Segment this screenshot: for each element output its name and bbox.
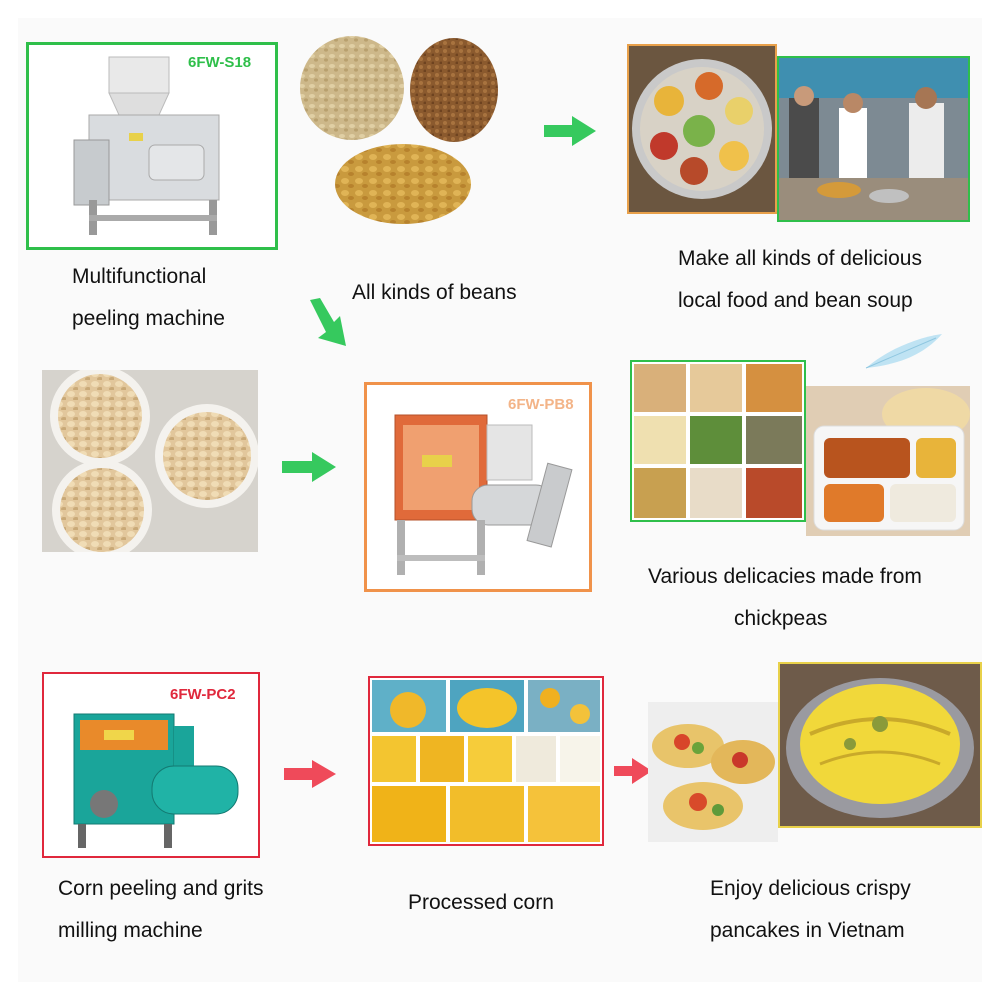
model-label-s18: 6FW-S18 xyxy=(188,54,252,71)
pc2-machine-image xyxy=(73,713,239,848)
arrow-right-red-icon xyxy=(284,760,336,788)
arrow-right-icon xyxy=(544,116,596,146)
chickpea-meal-tray-image xyxy=(806,386,970,536)
flow-diagram: 6FW-S18 Multifunctional peeling machine xyxy=(18,18,982,982)
model-label-pb8: 6FW-PB8 xyxy=(508,396,574,413)
feather-decoration xyxy=(865,334,942,369)
caption-corn-machine-1: Corn peeling and grits xyxy=(58,877,264,900)
arrow-down-right-icon xyxy=(310,298,346,346)
caption-peeling-machine-2: peeling machine xyxy=(72,307,225,330)
street-food-image xyxy=(777,56,970,222)
model-label-pc2: 6FW-PC2 xyxy=(170,686,236,703)
caption-all-beans: All kinds of beans xyxy=(352,281,517,304)
pb8-machine-image xyxy=(394,414,573,575)
caption-peeling-machine-1: Multifunctional xyxy=(72,265,207,288)
arrow-right-icon-2 xyxy=(282,452,336,482)
chickpea-dishes-grid-image xyxy=(630,360,806,522)
processed-corn-grid-image xyxy=(368,676,604,846)
peeled-chickpeas-image xyxy=(42,370,258,552)
caption-chickpea-delicacies-2: chickpeas xyxy=(734,607,828,630)
arrow-right-red-icon-2 xyxy=(614,758,652,784)
peeling-machine-s18-frame xyxy=(26,42,278,250)
caption-corn-machine-2: milling machine xyxy=(58,919,203,942)
caption-processed-corn: Processed corn xyxy=(408,891,554,914)
crispy-pancake-image xyxy=(778,662,982,828)
caption-local-food-2: local food and bean soup xyxy=(678,289,913,312)
beans-collage xyxy=(300,36,498,224)
corn-machine-pc2-frame xyxy=(42,672,260,858)
tacos-pancakes-image xyxy=(648,702,778,842)
split-pea-bowl xyxy=(335,144,471,224)
caption-pancakes-1: Enjoy delicious crispy xyxy=(710,877,911,900)
caption-pancakes-2: pancakes in Vietnam xyxy=(710,919,905,942)
lentil-bowl xyxy=(300,36,404,140)
caption-chickpea-delicacies-1: Various delicacies made from xyxy=(648,565,922,588)
peeling-machine-image xyxy=(73,56,220,235)
peeling-machine-pb8-frame xyxy=(364,382,592,592)
millet-bowl xyxy=(410,38,498,142)
local-food-plate-image xyxy=(627,44,777,214)
caption-local-food-1: Make all kinds of delicious xyxy=(678,247,922,270)
